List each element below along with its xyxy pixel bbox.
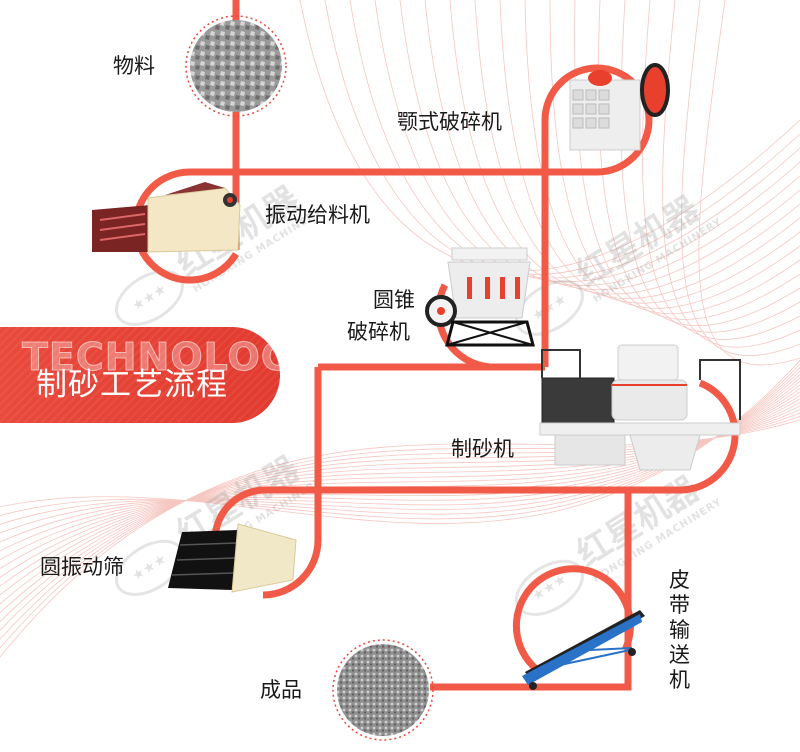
background-curve	[499, 0, 800, 304]
product-label: 成品	[260, 678, 302, 702]
background-curve	[474, 0, 800, 299]
vibrating-feeder-image	[92, 182, 241, 253]
flow-path	[132, 0, 739, 691]
belt-conveyor-label: 皮带输送机	[669, 568, 690, 692]
cone-crusher-label-line1: 圆锥	[373, 288, 415, 312]
cone-crusher-label-line2: 破碎机	[347, 320, 410, 344]
title-background-word: TECHNOLOGY	[22, 335, 321, 380]
raw-stone-image	[185, 15, 287, 117]
background-curve	[524, 0, 800, 309]
material-label: 物料	[113, 54, 155, 78]
jaw-crusher-image	[569, 63, 670, 151]
background-curve	[698, 0, 800, 366]
background-curve	[549, 0, 800, 315]
sand-maker-label: 制砂机	[451, 437, 514, 461]
sand-making-machine-image	[539, 344, 741, 471]
sand-gravel-image	[332, 639, 434, 741]
background-curve	[681, 0, 800, 356]
background-curve	[0, 419, 800, 658]
vibrating-screen-label: 圆振动筛	[40, 555, 124, 579]
title-banner: TECHNOLOGY 制砂工艺流程	[0, 327, 320, 423]
page-title: 制砂工艺流程	[36, 367, 228, 403]
belt-conveyor-image	[522, 610, 645, 690]
vibrating-screen-image	[168, 523, 297, 593]
vibrating-feeder-label: 振动给料机	[265, 203, 370, 227]
jaw-crusher-label: 颚式破碎机	[397, 110, 502, 134]
cone-crusher-image	[425, 247, 535, 347]
